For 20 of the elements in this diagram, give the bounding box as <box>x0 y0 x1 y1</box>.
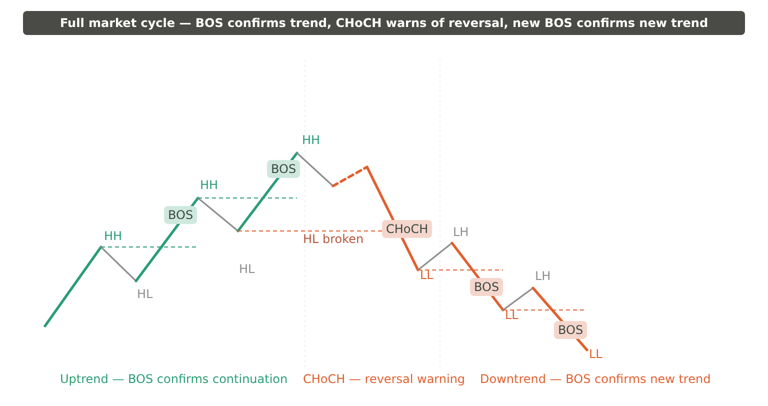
swing-label: HH <box>302 133 320 147</box>
title-bar: Full market cycle — BOS confirms trend, CHoCH warns of reversal, new BOS confirms new trend <box>23 11 745 35</box>
swing-label: HH <box>200 178 218 192</box>
bos-tag: BOS <box>164 206 198 224</box>
bos-tag: BOS <box>554 321 588 339</box>
phase-caption: Uptrend — BOS confirms continuation <box>60 372 288 386</box>
swing-label: LH <box>453 225 469 239</box>
swing-label: LL <box>589 347 602 361</box>
phase-caption: CHoCH — reversal warning <box>303 372 466 386</box>
phase-caption: Downtrend — BOS confirms new trend <box>480 372 711 386</box>
swing-label: HH <box>104 229 122 243</box>
swing-label: HL <box>239 262 255 276</box>
swing-label: LL <box>420 268 434 282</box>
level-label: HL broken <box>303 232 364 246</box>
bos-tag: BOS <box>470 278 504 296</box>
bos-tag: BOS <box>267 160 300 178</box>
choch-tag: CHoCH <box>382 220 432 238</box>
swing-label: HL <box>137 287 153 301</box>
swing-label: LH <box>535 269 551 283</box>
swing-label: LL <box>505 308 518 322</box>
